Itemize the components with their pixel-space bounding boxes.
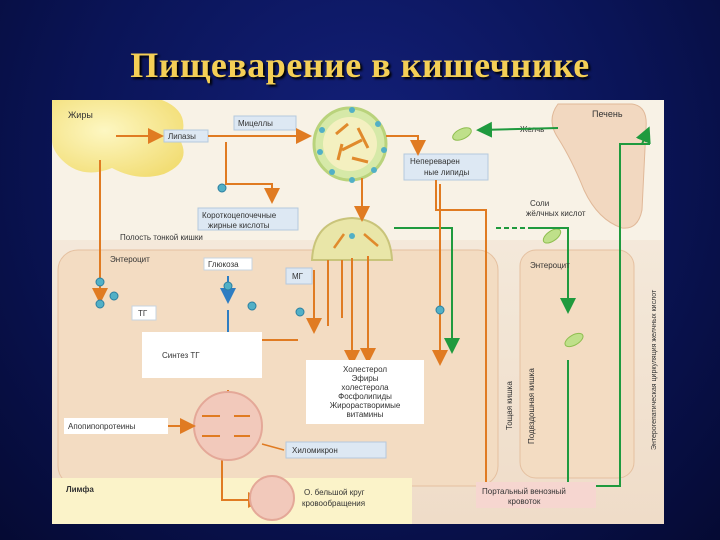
slide-title: Пищеварение в кишечнике bbox=[130, 45, 590, 85]
chylomicron-lines bbox=[202, 415, 250, 437]
portal-label-1: Портальный венозный bbox=[482, 487, 566, 496]
tg-box bbox=[131, 305, 157, 321]
tg-synthesis-label: Синтез ТГ bbox=[162, 351, 200, 360]
cavity-label: Полость тонкой кишки bbox=[120, 233, 203, 242]
green-arrow-liver bbox=[635, 126, 651, 145]
enterocyte-right-label: Энтероцит bbox=[530, 261, 570, 270]
undigested-label-1: Непереварен bbox=[410, 157, 460, 166]
apolipoproteins-box bbox=[64, 418, 168, 434]
cholesterol-box bbox=[306, 360, 424, 424]
scfa-label-2: жирные кислоты bbox=[208, 221, 270, 230]
micelle-dots bbox=[317, 107, 387, 183]
undigested-box bbox=[403, 153, 489, 181]
lymph-vesicle bbox=[249, 475, 295, 521]
systemic-label-1: О. бельшой круг bbox=[304, 488, 365, 497]
undigested-label-2: ные липиды bbox=[424, 168, 469, 177]
lipases-label: Липазы bbox=[168, 132, 196, 141]
cholesterol-item: витамины bbox=[347, 410, 384, 419]
orange-arrow-lymph bbox=[221, 450, 264, 508]
cholesterol-item: холестерола bbox=[341, 383, 389, 392]
bile-salt-leaves bbox=[452, 127, 584, 348]
ileum-label: Подвздошная кишка bbox=[527, 368, 536, 444]
fats-blob bbox=[52, 100, 184, 177]
tg-synthesis-box bbox=[142, 332, 262, 378]
liver-label: Печень bbox=[592, 109, 623, 119]
scfa-label-1: Короткоцепочечные bbox=[202, 211, 277, 220]
tg-label: ТГ bbox=[138, 309, 148, 318]
chylomicron-vesicle bbox=[193, 391, 263, 461]
scfa-box bbox=[197, 207, 299, 231]
micelles-box bbox=[233, 115, 297, 131]
enterocyte-label: Энтероцит bbox=[110, 255, 150, 264]
glucose-label: Глюкоза bbox=[208, 260, 239, 269]
cholesterol-item: Эфиры bbox=[352, 374, 379, 383]
green-arrow-ileum bbox=[532, 227, 576, 314]
micelle-core bbox=[323, 117, 377, 171]
chylomicron-box bbox=[285, 441, 387, 459]
bile-salts-label-1: Соли bbox=[530, 199, 549, 208]
micelle-small-dot bbox=[349, 233, 355, 239]
chylomicron-pointer bbox=[261, 443, 285, 451]
micelle-small-acids bbox=[332, 233, 379, 249]
cholesterol-item: Холестерол bbox=[343, 365, 387, 374]
jejunum-label: Тощая кишка bbox=[505, 381, 514, 430]
mg-label: МГ bbox=[292, 272, 304, 281]
systemic-label-2: кровообращения bbox=[302, 499, 365, 508]
bile-arrow bbox=[476, 121, 559, 138]
diagram-panel: Жиры Печень Липазы Мицеллы Непереварен н… bbox=[52, 100, 664, 524]
enterocyte-cell bbox=[57, 249, 499, 487]
cholesterol-list: Холестерол Эфиры холестерола Фосфолипиды… bbox=[330, 365, 401, 419]
enterohepatic-label: Энтерогепатическая циркуляция желчных ки… bbox=[651, 289, 658, 450]
mg-box bbox=[285, 267, 313, 285]
glucose-box bbox=[203, 257, 253, 271]
fats-label: Жиры bbox=[68, 110, 93, 120]
liver-shape bbox=[551, 103, 647, 229]
green-arrow-down bbox=[394, 227, 460, 354]
orange-arrow-undigested bbox=[386, 135, 426, 156]
apolipoproteins-label: Апопипопротеины bbox=[68, 422, 136, 431]
micelle-fatty-acids bbox=[335, 122, 370, 164]
chylomicron-label: Хиломикрон bbox=[292, 446, 338, 455]
portal-box bbox=[476, 482, 596, 508]
cholesterol-item: Жирорастворимые bbox=[330, 401, 401, 410]
green-return-loop bbox=[567, 143, 650, 487]
bile-salts-label-2: жёлчных кислот bbox=[526, 209, 586, 218]
lymph-label: Лимфа bbox=[66, 485, 94, 494]
micelles-label: Мицеллы bbox=[238, 119, 273, 128]
portal-label-2: кровоток bbox=[508, 497, 541, 506]
cholesterol-item: Фосфолипиды bbox=[338, 392, 392, 401]
orange-arrow-scfa bbox=[225, 142, 280, 204]
digestion-diagram: Жиры Печень Липазы Мицеллы Непереварен н… bbox=[52, 100, 664, 524]
enterocyte-right-cell bbox=[519, 249, 635, 479]
